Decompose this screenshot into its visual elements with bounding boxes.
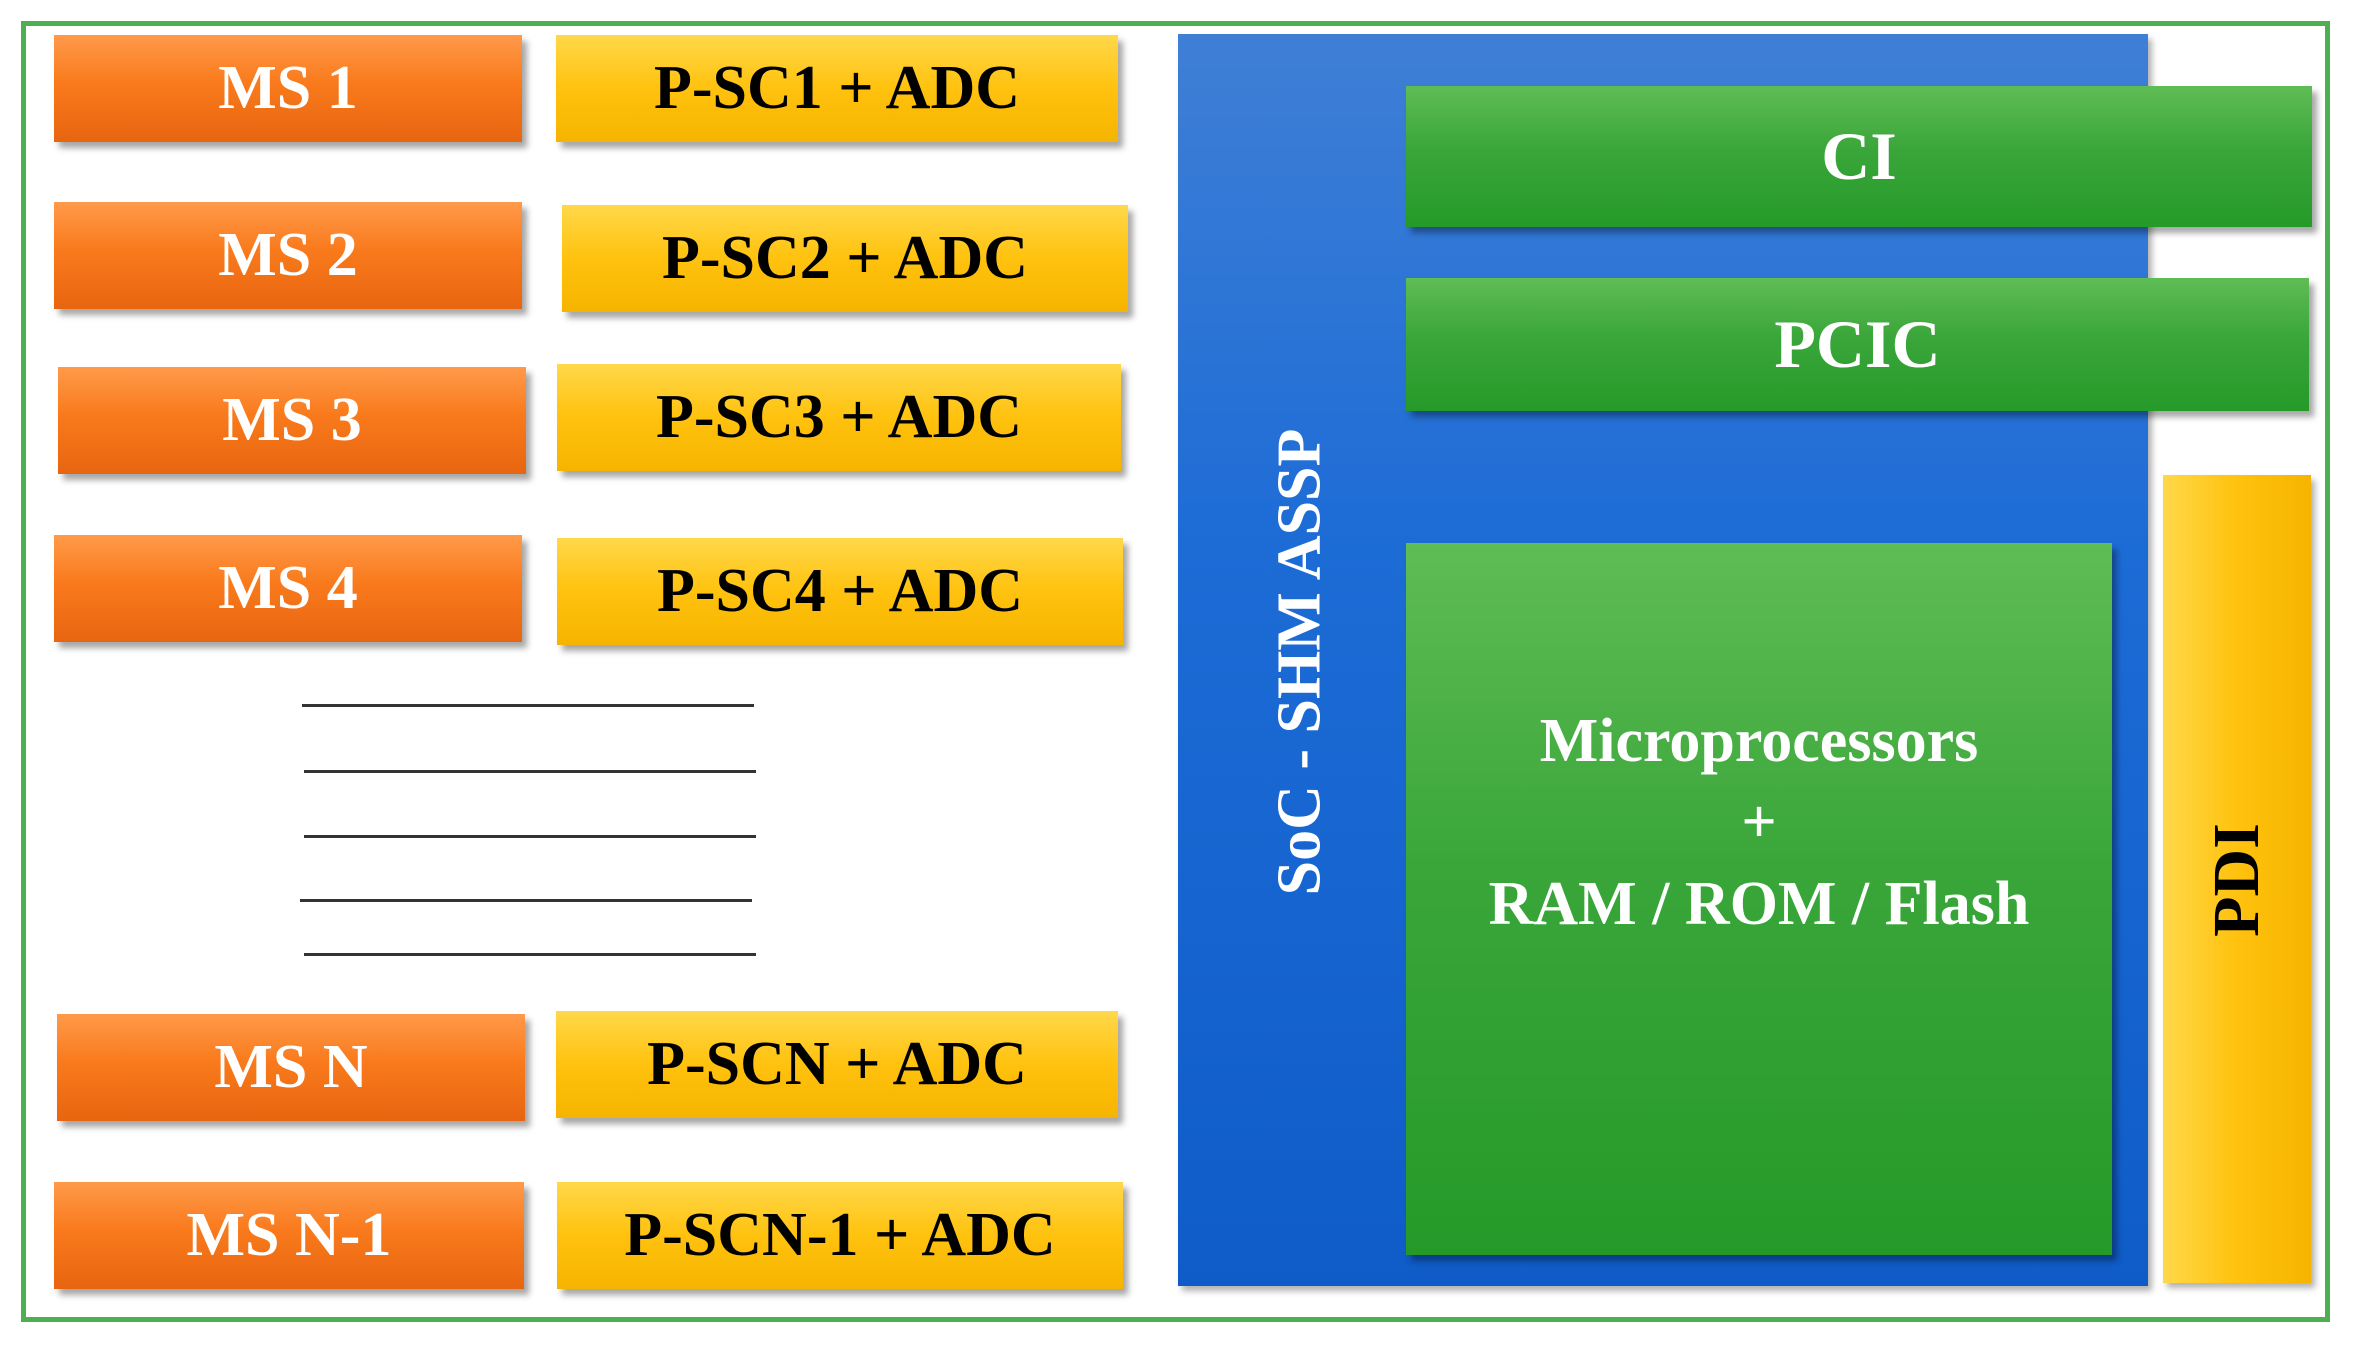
- ellipsis-line: [300, 899, 752, 902]
- ms-n-1-block: MS N-1: [54, 1182, 524, 1289]
- ellipsis-line: [304, 953, 756, 956]
- ms-n-block: MS N: [57, 1014, 525, 1121]
- ms-3-block: MS 3: [58, 367, 526, 474]
- pdi-block: [2163, 475, 2311, 1283]
- ellipsis-line: [304, 835, 756, 838]
- memory-label: RAM / ROM / Flash: [1488, 870, 2030, 938]
- pcic-block: PCIC: [1406, 278, 2309, 411]
- diagram-frame: [21, 21, 2330, 1322]
- pdi-label: PDI: [2200, 823, 2273, 937]
- psc-n-1-block: P-SCN-1 + ADC: [557, 1182, 1123, 1289]
- psc-3-block: P-SC3 + ADC: [557, 364, 1121, 471]
- psc-4-block: P-SC4 + ADC: [557, 538, 1123, 645]
- ms-2-block: MS 2: [54, 202, 522, 309]
- soc-label: SoC - SHM ASSP: [1265, 428, 1334, 896]
- ms-4-block: MS 4: [54, 535, 522, 642]
- ms-1-block: MS 1: [54, 35, 522, 142]
- ellipsis-line: [302, 704, 754, 707]
- psc-2-block: P-SC2 + ADC: [562, 205, 1128, 312]
- plus-sign: +: [1741, 788, 1777, 856]
- processor-memory-block: Microprocessors + RAM / ROM / Flash: [1406, 543, 2112, 1255]
- processor-label: Microprocessors: [1539, 707, 1979, 775]
- ellipsis-line: [304, 770, 756, 773]
- psc-n-block: P-SCN + ADC: [556, 1011, 1118, 1118]
- ci-block: CI: [1406, 86, 2312, 227]
- psc-1-block: P-SC1 + ADC: [556, 35, 1118, 142]
